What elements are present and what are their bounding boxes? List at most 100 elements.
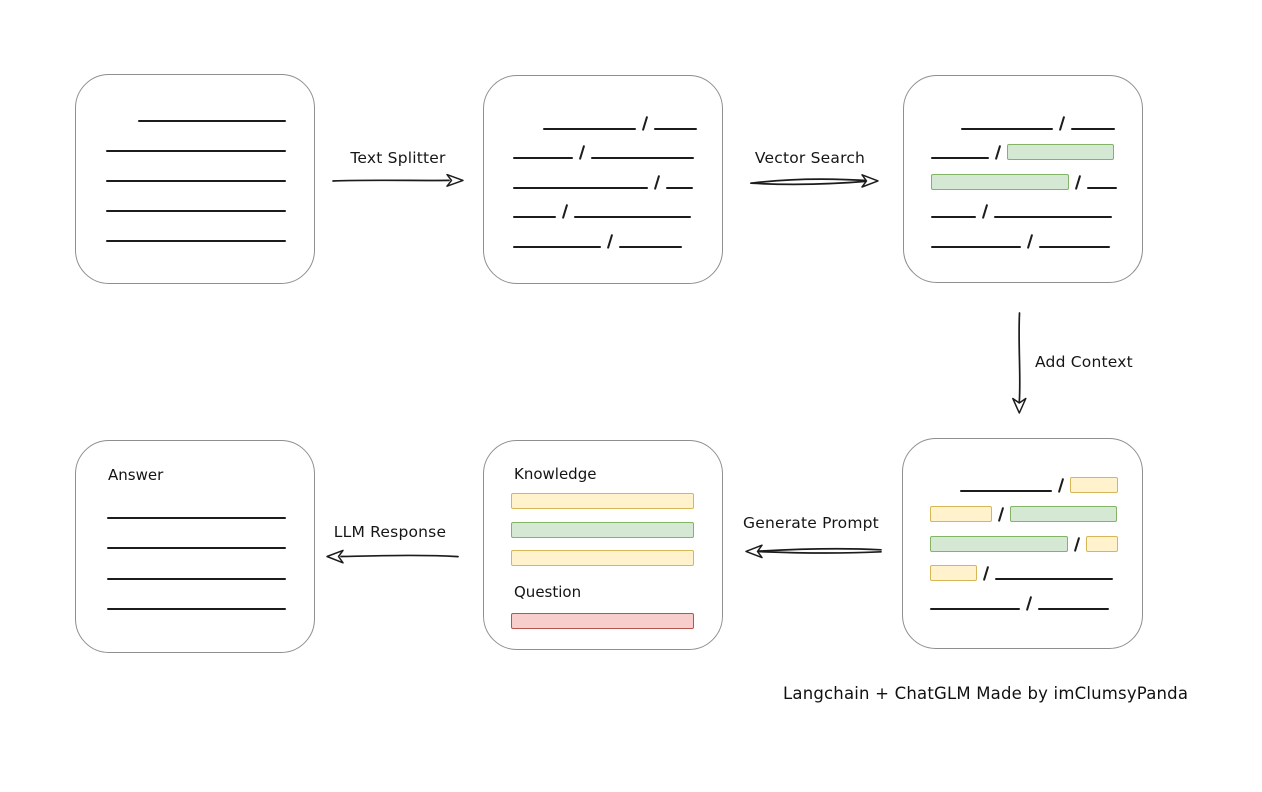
slash-separator xyxy=(1025,595,1033,611)
answer-lines xyxy=(76,441,314,610)
text-line xyxy=(107,608,286,610)
text-line xyxy=(513,216,556,218)
text-line xyxy=(107,516,286,519)
text-line xyxy=(107,577,286,580)
text-line xyxy=(591,157,695,159)
text-line xyxy=(1071,127,1116,130)
text-line xyxy=(138,120,286,122)
prompt-box: Knowledge Question xyxy=(483,440,723,650)
green-highlight-chip xyxy=(931,173,1069,190)
text-row xyxy=(106,182,314,212)
text-row xyxy=(513,218,722,249)
text-row xyxy=(931,189,1142,220)
green-highlight-chip xyxy=(930,535,1068,552)
text-line xyxy=(1039,245,1111,248)
yellow-highlight-chip xyxy=(930,506,992,522)
text-line xyxy=(513,245,601,248)
text-line xyxy=(574,216,692,218)
text-line xyxy=(930,607,1020,610)
source-document-box xyxy=(75,74,315,284)
text-line xyxy=(1038,607,1110,610)
text-row xyxy=(106,122,314,152)
text-line xyxy=(107,547,286,549)
text-line xyxy=(931,157,989,159)
yellow-highlight-chip xyxy=(930,565,977,581)
llm-response-arrow xyxy=(326,549,459,564)
text-line xyxy=(931,245,1021,248)
text-row xyxy=(931,100,1142,131)
text-row xyxy=(930,492,1142,523)
slash-separator xyxy=(1074,174,1082,190)
red-bar xyxy=(511,613,694,629)
answer-box: Answer xyxy=(75,440,315,653)
text-row xyxy=(931,218,1142,249)
question-label: Question xyxy=(514,583,582,601)
generate-prompt-arrow xyxy=(745,544,882,559)
text-splitter-label: Text Splitter xyxy=(350,149,446,167)
context-chunks-box xyxy=(902,438,1143,649)
matched-chunk-lines xyxy=(904,76,1142,249)
text-line xyxy=(1087,186,1118,189)
green-bar xyxy=(511,521,694,538)
text-row xyxy=(513,100,722,131)
llm-response-label: LLM Response xyxy=(333,523,447,541)
text-splitter-arrow xyxy=(332,173,464,187)
slash-separator xyxy=(653,174,661,190)
text-row xyxy=(106,92,314,122)
generate-prompt-label: Generate Prompt xyxy=(743,514,879,532)
yellow-bar xyxy=(511,493,694,509)
slash-separator xyxy=(641,115,649,131)
text-line xyxy=(960,489,1052,492)
text-line xyxy=(995,578,1114,580)
text-row xyxy=(930,462,1142,493)
text-line xyxy=(106,210,286,212)
text-row xyxy=(106,212,314,242)
answer-label: Answer xyxy=(108,466,164,484)
text-line xyxy=(994,216,1113,218)
text-line xyxy=(666,186,694,189)
document-lines xyxy=(76,75,314,242)
text-row xyxy=(931,130,1142,161)
text-line xyxy=(513,186,648,189)
text-row xyxy=(513,189,722,220)
question-bars xyxy=(511,613,694,642)
slash-separator xyxy=(1026,233,1034,249)
knowledge-bars xyxy=(511,493,694,579)
yellow-highlight-chip xyxy=(1070,476,1119,493)
credit-caption: Langchain + ChatGLM Made by imClumsyPand… xyxy=(783,684,1189,703)
text-line xyxy=(106,180,286,182)
text-line xyxy=(106,150,286,152)
slash-separator xyxy=(606,233,614,249)
slash-separator xyxy=(997,506,1005,523)
text-line xyxy=(543,127,636,130)
yellow-highlight-chip xyxy=(1086,535,1119,552)
add-context-arrow xyxy=(1012,312,1027,414)
text-line xyxy=(513,157,573,159)
text-line xyxy=(106,240,286,242)
matched-chunks-box xyxy=(903,75,1143,283)
slash-separator xyxy=(982,565,990,582)
slash-separator xyxy=(1058,115,1066,131)
add-context-label: Add Context xyxy=(1035,353,1133,371)
text-row xyxy=(107,580,314,610)
text-row xyxy=(513,159,722,190)
slash-separator xyxy=(994,144,1002,161)
slash-separator xyxy=(561,203,569,220)
green-highlight-chip xyxy=(1010,506,1118,522)
vector-search-arrow xyxy=(750,174,879,188)
yellow-bar xyxy=(511,550,694,566)
context-chunk-lines xyxy=(903,439,1142,611)
text-row xyxy=(930,551,1142,582)
slash-separator xyxy=(1057,477,1065,493)
slash-separator xyxy=(1073,536,1081,552)
split-chunks-box xyxy=(483,75,723,284)
text-row xyxy=(107,488,314,519)
chunk-lines xyxy=(484,76,722,249)
text-row xyxy=(107,549,314,580)
text-line xyxy=(961,127,1053,130)
knowledge-label: Knowledge xyxy=(514,465,597,483)
text-line xyxy=(931,216,976,218)
slash-separator xyxy=(578,144,586,161)
